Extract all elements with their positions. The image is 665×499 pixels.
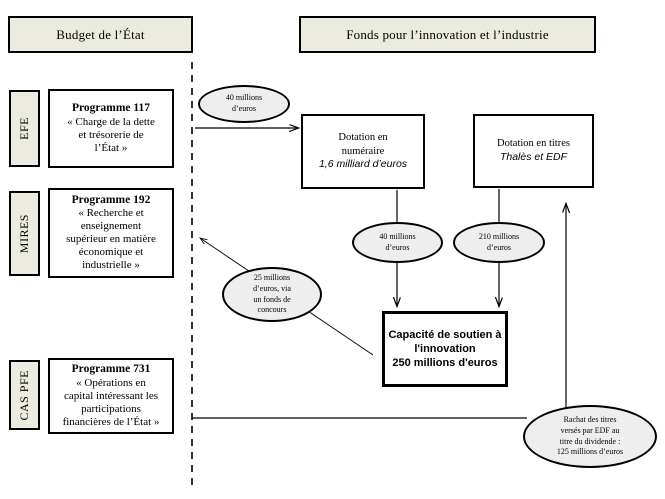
programme-192-line-5: industrielle » bbox=[82, 259, 140, 272]
header-budget-etat: Budget de l’État bbox=[8, 16, 193, 53]
flow-label-rachat-line-2: versés par EDF au bbox=[560, 425, 620, 435]
mission-label-cas-pfe: CAS PFE bbox=[9, 360, 40, 430]
flow-label-titres-to-capacite: 210 millions d’euros bbox=[453, 222, 545, 263]
programme-192-title: Programme 192 bbox=[71, 193, 151, 206]
flow-label-rachat-line-3: titre du dividende : bbox=[559, 436, 621, 446]
flow-label-numeraire-to-capacite: 40 millions d’euros bbox=[352, 222, 443, 263]
programme-117-title: Programme 117 bbox=[71, 102, 151, 115]
header-budget-etat-label: Budget de l’État bbox=[56, 26, 145, 42]
mission-label-efe: EFE bbox=[9, 90, 40, 167]
programme-731-title: Programme 731 bbox=[71, 363, 151, 376]
dotation-numeraire-amount: 1,6 milliard d’euros bbox=[318, 158, 408, 171]
flow-label-rachat-titres: Rachat des titres versés par EDF au titr… bbox=[523, 405, 657, 468]
header-fonds-innovation-label: Fonds pour l’innovation et l’industrie bbox=[346, 26, 549, 42]
flow-label-fonds-line-2: d’euros, via bbox=[253, 283, 291, 293]
programme-731-line-4: financières de l’État » bbox=[62, 415, 160, 428]
programme-192-line-1: « Recherche et bbox=[78, 207, 144, 220]
dotation-titres-amount: Thalès et EDF bbox=[499, 151, 568, 163]
flow-label-numeraire-line-1: 40 millions bbox=[379, 231, 416, 241]
programme-117-box: Programme 117 « Charge de la dette et tr… bbox=[48, 89, 174, 168]
mission-label-mires-text: MIRES bbox=[17, 213, 31, 254]
mission-label-cas-pfe-text: CAS PFE bbox=[17, 369, 31, 421]
flow-label-titres-line-2: d’euros bbox=[487, 242, 511, 252]
flow-label-titres-line-1: 210 millions bbox=[478, 231, 520, 241]
capacite-line-2: l'innovation bbox=[414, 342, 476, 355]
flow-label-fonds-line-1: 25 millions bbox=[253, 272, 291, 282]
dotation-titres-line-1: Dotation en titres bbox=[497, 138, 570, 150]
dotation-titres-box: Dotation en titres Thalès et EDF bbox=[473, 114, 594, 188]
mission-label-efe-text: EFE bbox=[17, 117, 31, 140]
programme-192-line-4: économique et bbox=[78, 246, 144, 259]
programme-117-line-3: l’État » bbox=[94, 141, 128, 154]
programme-731-line-1: « Opérations en bbox=[76, 376, 146, 389]
flow-label-rachat-line-1: Rachat des titres bbox=[563, 414, 617, 424]
capacite-soutien-box: Capacité de soutien à l'innovation 250 m… bbox=[382, 311, 508, 387]
flow-label-budget-to-dotation: 40 millions d’euros bbox=[198, 85, 290, 123]
flow-label-budget-to-dotation-line-2: d’euros bbox=[232, 104, 256, 113]
dotation-numeraire-line-1: Dotation en bbox=[338, 132, 388, 144]
flow-label-numeraire-line-2: d’euros bbox=[385, 242, 410, 252]
dotation-numeraire-box: Dotation en numéraire 1,6 milliard d’eur… bbox=[301, 114, 425, 189]
capacite-line-3: 250 millions d'euros bbox=[392, 357, 498, 370]
programme-731-line-2: capital intéressant les bbox=[63, 389, 159, 402]
capacite-line-1: Capacité de soutien à bbox=[388, 328, 502, 341]
flow-label-fonds-de-concours: 25 millions d’euros, via un fonds de con… bbox=[222, 267, 322, 322]
programme-192-box: Programme 192 « Recherche et enseignemen… bbox=[48, 188, 174, 278]
programme-731-box: Programme 731 « Opérations en capital in… bbox=[48, 358, 174, 434]
programme-117-line-1: « Charge de la dette bbox=[67, 115, 155, 128]
programme-192-line-3: supérieur en matière bbox=[66, 233, 156, 246]
flow-label-budget-to-dotation-line-1: 40 millions bbox=[225, 93, 263, 103]
programme-731-line-3: participations bbox=[81, 402, 141, 415]
dotation-numeraire-line-2: numéraire bbox=[341, 145, 385, 157]
flow-label-fonds-line-3: un fonds de bbox=[253, 294, 291, 304]
flow-label-fonds-line-4: concours bbox=[257, 305, 287, 315]
flow-label-rachat-line-4: 125 millions d’euros bbox=[556, 447, 624, 457]
programme-117-line-2: et trésorerie de bbox=[78, 128, 144, 141]
mission-label-mires: MIRES bbox=[9, 191, 40, 276]
programme-192-line-2: enseignement bbox=[80, 220, 142, 233]
header-fonds-innovation: Fonds pour l’innovation et l’industrie bbox=[299, 16, 596, 53]
